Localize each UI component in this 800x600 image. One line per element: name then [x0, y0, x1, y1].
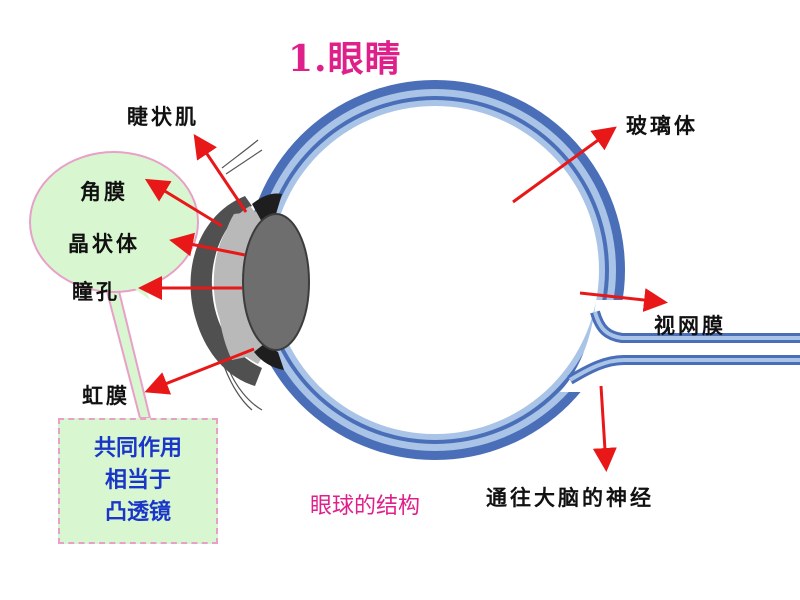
label-ciliary-muscle: 睫状肌	[127, 105, 199, 129]
arrow-iris	[144, 347, 255, 395]
eyeball	[245, 80, 625, 460]
note-line-3: 凸透镜	[104, 500, 171, 525]
label-vitreous: 玻璃体	[626, 114, 698, 138]
arrow-ciliary-muscle	[193, 134, 248, 213]
note-box: 共同作用 相当于 凸透镜	[58, 418, 218, 544]
arrow-cornea	[144, 178, 223, 228]
optic-nerve	[560, 300, 800, 392]
note-line-1: 共同作用	[93, 436, 182, 461]
arrow-retina	[579, 288, 668, 312]
arrow-lens	[169, 232, 246, 257]
arrows	[138, 126, 668, 472]
note-line-2: 相当于	[104, 468, 171, 493]
anterior-rim	[190, 196, 262, 386]
label-retina: 视网膜	[654, 314, 726, 338]
eyelid-lines	[221, 139, 263, 411]
label-optic-nerve: 通往大脑的神经	[486, 486, 654, 510]
arrow-optic-nerve	[592, 385, 617, 472]
label-cornea: 角膜	[80, 180, 128, 204]
arrow-vitreous	[512, 126, 617, 204]
lens	[242, 213, 310, 351]
label-iris: 虹膜	[82, 384, 130, 408]
label-pupil: 瞳孔	[72, 280, 120, 304]
ciliary-body	[252, 193, 284, 370]
label-lens: 晶状体	[68, 232, 140, 256]
page-title: 1.眼睛	[288, 38, 402, 80]
diagram-caption: 眼球的结构	[310, 494, 421, 519]
